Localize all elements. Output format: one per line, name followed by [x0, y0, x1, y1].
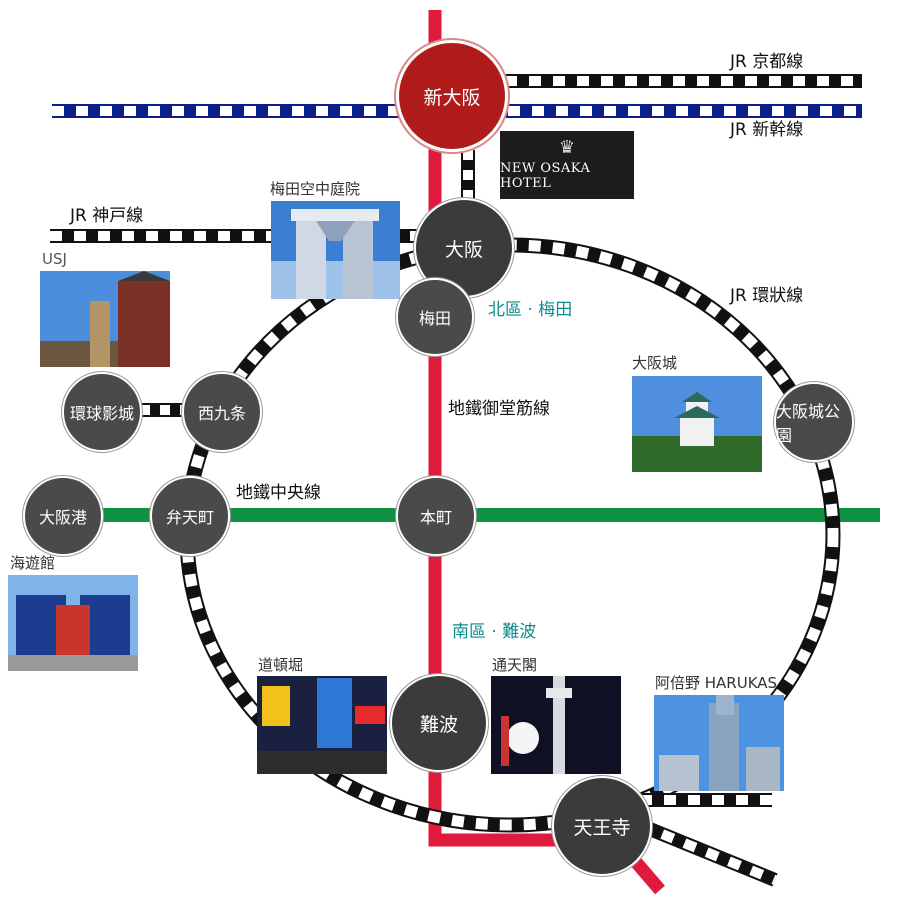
usj-label: USJ	[42, 250, 67, 268]
station-namba[interactable]: 難波	[390, 674, 488, 772]
kaiyukan-photo	[8, 575, 138, 671]
tsutenkaku-photo	[491, 676, 621, 774]
tsutenkaku-label: 通天閣	[492, 656, 538, 674]
district-south-label: 南區 · 難波	[452, 622, 537, 642]
station-umeda[interactable]: 梅田	[396, 278, 474, 356]
umeda-sky-photo	[271, 201, 400, 299]
station-osakako[interactable]: 大阪港	[23, 476, 103, 556]
station-universal-city[interactable]: 環球影城	[62, 372, 142, 452]
dotonbori-label: 道頓堀	[258, 656, 304, 674]
station-nishikujo[interactable]: 西九条	[182, 372, 262, 452]
midosuji-label: 地鐵御堂筋線	[448, 399, 550, 419]
station-shin-osaka[interactable]: 新大阪	[396, 40, 508, 152]
umeda-sky-label: 梅田空中庭院	[270, 180, 361, 198]
osaka-castle-photo	[632, 376, 762, 472]
jr-kobe-label: JR 神戸線	[70, 206, 144, 226]
station-honmachi[interactable]: 本町	[396, 476, 476, 556]
district-north-label: 北區 · 梅田	[488, 300, 573, 320]
harukas-label: 阿倍野 HARUKAS	[655, 674, 778, 692]
station-tennoji[interactable]: 天王寺	[552, 776, 652, 876]
new-osaka-hotel-badge: ♛ NEW OSAKA HOTEL	[500, 131, 634, 199]
osaka-castle-label: 大阪城	[632, 354, 678, 372]
dotonbori-photo	[257, 676, 387, 774]
tennoji-southeast-ties	[638, 820, 777, 885]
kaiyukan-label: 海遊館	[10, 554, 56, 572]
station-osakajo-koen[interactable]: 大阪城公園	[774, 382, 854, 462]
usj-photo	[40, 271, 170, 367]
jr-kyoto-label: JR 京都線	[730, 52, 804, 72]
crown-crest-icon: ♛	[558, 137, 576, 158]
jr-shinkansen-label: JR 新幹線	[730, 120, 804, 140]
station-bentencho[interactable]: 弁天町	[150, 476, 230, 556]
chuo-label: 地鐵中央線	[236, 483, 321, 503]
hotel-name: NEW OSAKA HOTEL	[500, 161, 591, 191]
jr-loop-label: JR 環狀線	[730, 286, 804, 306]
harukas-photo	[654, 695, 784, 791]
